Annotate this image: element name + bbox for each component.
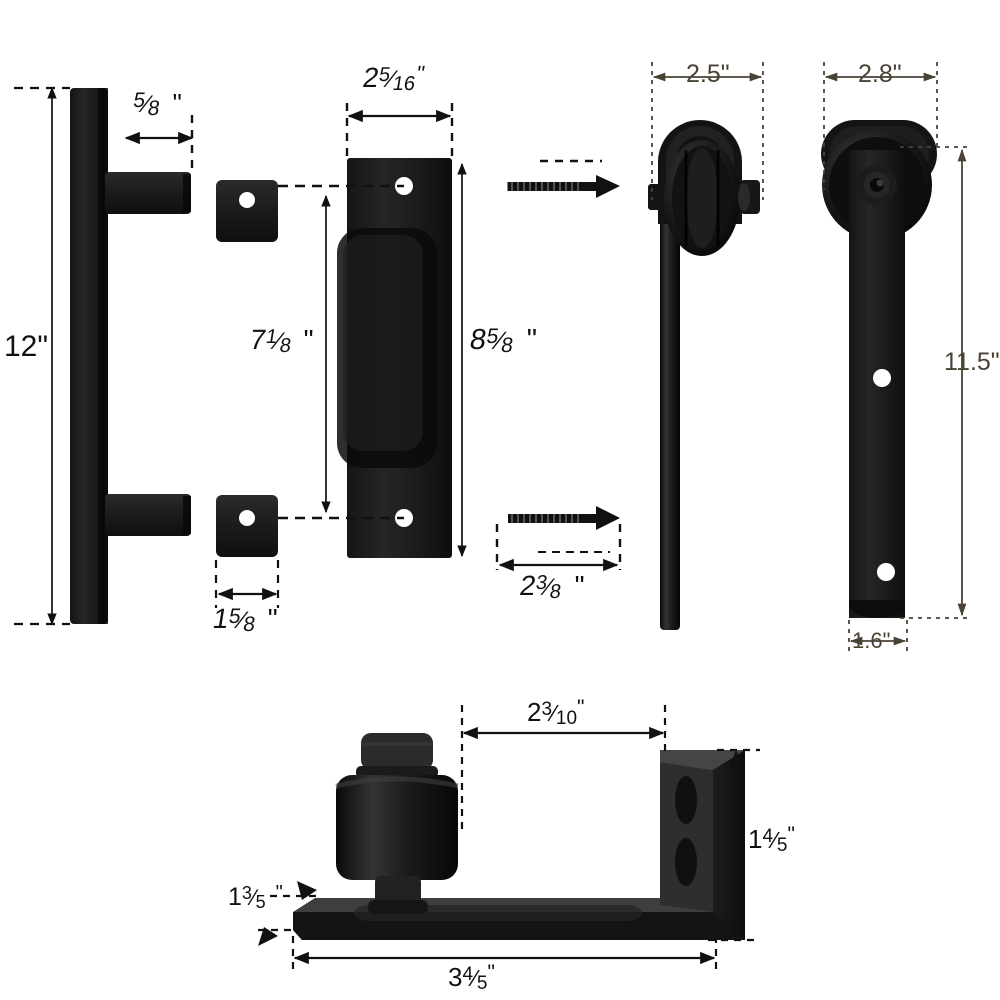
dim-guide-base-length [291, 936, 718, 975]
dim-handle-height [14, 86, 70, 626]
dim-strap-length [900, 146, 972, 619]
dim-label-hole-spacing: 71⁄8 " [247, 324, 314, 357]
dim-label-guide-base-length: 34⁄5" [448, 961, 495, 994]
mounting-screw-top [507, 159, 620, 198]
handle-backing-plate-bottom [216, 495, 278, 557]
roller-hanger-front-illustration [648, 120, 760, 630]
dim-label-screw-length: 23⁄8 " [517, 570, 585, 603]
dim-backplate-width [214, 560, 280, 608]
dim-label-handle-height: 12" [4, 330, 49, 363]
dim-roller-width-front [651, 62, 764, 200]
dim-strap-width [848, 620, 908, 655]
dim-plate-width [345, 103, 454, 158]
dim-label-guide-base-thickness: 13⁄5 " [228, 882, 283, 912]
dim-label-backplate-width: 15⁄8 " [210, 603, 278, 636]
roller-hanger-side-illustration [821, 120, 937, 618]
dim-label-plate-height: 85⁄8 " [467, 324, 538, 357]
dim-hole-spacing [278, 184, 404, 520]
dim-label-roller-width-side: 2.8" [858, 60, 902, 88]
dim-label-strap-width: 1.6" [852, 628, 891, 653]
dim-label-handle-standoff: 5⁄8 " [131, 88, 182, 120]
mounting-screw-bottom [508, 506, 620, 530]
floor-guide-illustration [293, 733, 745, 940]
dim-screw-length [495, 524, 622, 572]
dim-guide-offset [460, 705, 667, 830]
dim-handle-standoff [124, 115, 194, 172]
flush-pull-plate-illustration [337, 158, 452, 558]
dim-label-guide-upright-height: 14⁄5" [748, 823, 795, 856]
dim-label-guide-offset: 23⁄10" [527, 696, 585, 729]
dim-label-plate-width: 25⁄16" [360, 61, 427, 95]
dim-label-strap-length: 11.5" [944, 348, 1000, 376]
pull-handle-illustration [70, 88, 191, 624]
dim-label-roller-width-front: 2.5" [686, 60, 730, 88]
dim-roller-width-side [823, 62, 938, 190]
handle-backing-plate-top [216, 180, 278, 242]
dim-guide-upright-height [708, 748, 760, 942]
dim-guide-base-thickness [258, 881, 320, 946]
